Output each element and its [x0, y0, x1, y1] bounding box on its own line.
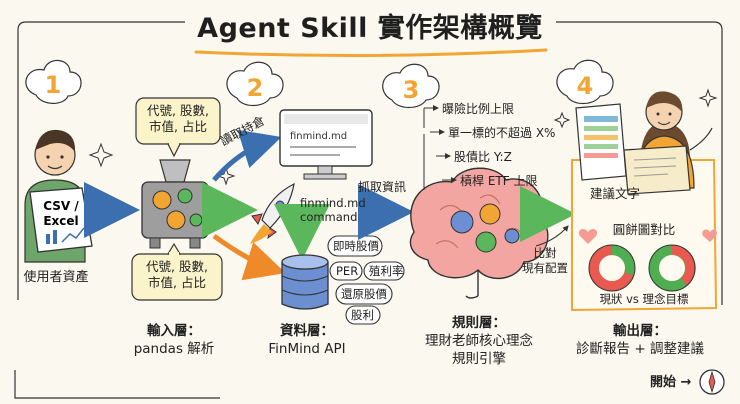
input-layer-caption: 輸入層： pandas 解析 — [118, 322, 230, 358]
pie-chart-title: 圓餅圖對比 — [612, 222, 676, 237]
command-label-line-2: command — [300, 210, 358, 225]
monitor-icon: finmind.md — [279, 109, 373, 180]
step-badge-1: 1 — [25, 59, 82, 104]
rule-leader-lines — [423, 108, 457, 190]
user-caption: 使用者資產 — [23, 270, 89, 285]
bubble-bottom-text: 代號, 股數, 市值, 占比 — [132, 259, 222, 292]
pie-current — [588, 244, 636, 292]
pill-realtime-price: 即時股價 — [333, 239, 379, 253]
start-button[interactable]: 開始 → — [650, 375, 692, 390]
arrow-read-holdings — [212, 129, 282, 182]
output-layer-caption: 輸出層： 診斷報告 + 調整建議 — [560, 322, 720, 358]
pill-per: PER — [336, 264, 359, 278]
compass-icon[interactable] — [699, 369, 725, 395]
rule-layer-caption: 規則層： 理財老師核心理念 規則引擎 — [404, 314, 554, 369]
document-icon: CSV / Excel — [29, 187, 93, 253]
rule-single-asset-limit: 單一標的不超過 X% — [448, 126, 556, 140]
input-layer-title: 輸入層： — [147, 323, 201, 339]
label-s2: 2 — [247, 74, 264, 102]
bubble-top-text: 代號, 股數, 市值, 占比 — [136, 103, 220, 136]
label-doc1: CSV / — [43, 199, 79, 213]
bubble-bottom-line-2: 市值, 占比 — [148, 275, 206, 291]
pie-target — [648, 244, 696, 292]
rule-stock-bond-ratio: 股債比 Y:Z — [454, 150, 512, 164]
brain-icon — [409, 167, 549, 299]
label-doc2: Excel — [43, 214, 78, 228]
output-layer-subtitle: 診斷報告 + 調整建議 — [576, 341, 704, 358]
rule-layer-title: 規則層： — [452, 315, 506, 331]
compare-label: 比對 現有配置 — [522, 246, 568, 276]
title-underline — [194, 48, 548, 58]
label-s1: 1 — [45, 71, 62, 99]
bubble-top — [135, 97, 221, 158]
rocket-icon — [250, 182, 295, 244]
step-badge-4: 4 — [556, 59, 614, 105]
command-label-line-1: finmind.md — [300, 196, 366, 210]
sparkle — [88, 142, 114, 168]
label-s4: 4 — [577, 72, 594, 100]
bubble-bottom — [131, 242, 223, 301]
compare-label-line-1: 比對 — [533, 246, 557, 260]
svg-text:finmind.md: finmind.md — [290, 131, 347, 142]
data-pills — [327, 235, 405, 325]
report-icon — [575, 103, 627, 181]
page-title: Agent Skill 實作架構概覽 — [197, 13, 543, 44]
parser-machine-icon — [141, 159, 209, 249]
database-icon — [281, 254, 329, 310]
arrow-parser-to-db — [212, 233, 286, 281]
compare-label-line-2: 現有配置 — [522, 260, 568, 275]
heart-icon — [578, 229, 598, 244]
pill-adjusted-price: 還原股價 — [341, 287, 387, 301]
bubble-top-line-2: 市值, 占比 — [149, 119, 207, 135]
data-layer-title: 資料層： — [280, 323, 334, 339]
compare-arc — [535, 225, 569, 247]
input-layer-subtitle: pandas 解析 — [133, 341, 215, 358]
output-layer-title: 輸出層： — [613, 323, 667, 339]
label-s3: 3 — [403, 76, 420, 104]
command-label: finmind.md command — [300, 196, 366, 225]
rule-layer-subtitle-2: 規則引擎 — [452, 351, 506, 368]
heart-icon — [702, 229, 717, 242]
bubble-top-line-1: 代號, 股數, — [147, 103, 209, 118]
sparkle — [698, 88, 718, 108]
data-layer-subtitle: FinMind API — [268, 341, 346, 358]
frame-lines — [14, 21, 723, 399]
step-badge-3: 3 — [382, 63, 440, 109]
data-layer-caption: 資料層： FinMind API — [252, 322, 362, 358]
pie-legend: 現狀 vs 理念目標 — [599, 292, 689, 306]
rule-exposure-limit: 曝險比例上限 — [442, 102, 515, 116]
pill-dividend: 股利 — [351, 308, 374, 322]
rule-layer-subtitle: 理財老師核心理念 — [425, 333, 533, 350]
rule-leveraged-etf-limit: 槓桿 ETF 上限 — [460, 174, 538, 188]
bubble-bottom-line-1: 代號, 股數, — [146, 259, 208, 274]
pill-yield: 殖利率 — [369, 264, 404, 278]
scroll-icon — [623, 145, 691, 195]
sparkle — [553, 111, 571, 129]
advice-text-label: 建議文字 — [589, 186, 640, 201]
step-badge-2: 2 — [226, 61, 284, 107]
fetch-info-label: 抓取資訊 — [358, 180, 407, 194]
